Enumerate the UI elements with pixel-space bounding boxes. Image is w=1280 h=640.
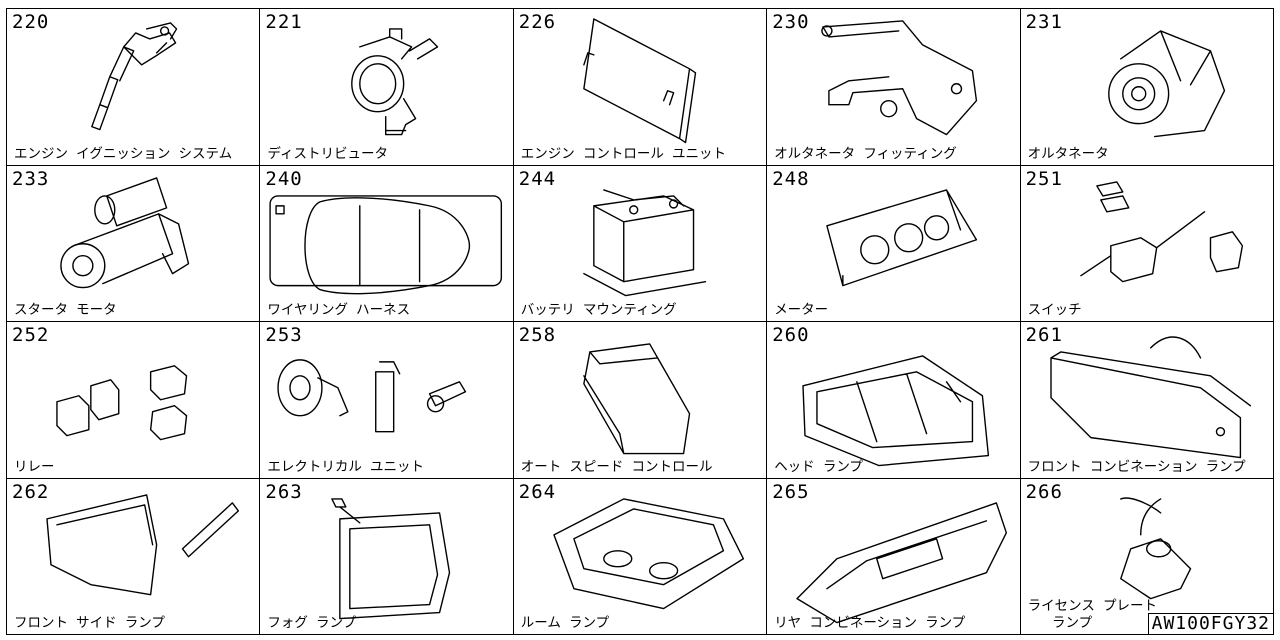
battery-icon	[582, 188, 706, 296]
wiring-harness-icon	[269, 194, 503, 294]
speed-control-unit-icon	[582, 343, 691, 455]
part-label: ディストリビュータ	[267, 145, 388, 162]
alternator-icon	[1107, 30, 1225, 138]
part-number: 231	[1025, 11, 1063, 33]
front-combination-lamp-icon	[1049, 336, 1251, 459]
part-cell-258[interactable]: 258 オート スピード コントロール	[513, 322, 768, 479]
part-number: 248	[772, 167, 810, 190]
part-number: 266	[1025, 480, 1063, 503]
part-number: 230	[772, 11, 810, 33]
part-cell-230[interactable]: 230 オルタネータ フィッティング	[767, 9, 1021, 166]
parts-grid: 220 エンジン イグニッション システム 221 ディストリビュータ 226 …	[6, 8, 1274, 635]
part-number: 244	[518, 167, 557, 190]
part-cell-221[interactable]: 221 ディストリビュータ	[260, 9, 514, 166]
part-label: エレクトリカル ユニット	[267, 458, 425, 475]
starter-motor-icon	[60, 176, 190, 288]
part-label: ルーム ランプ	[520, 615, 610, 631]
part-number: 253	[265, 324, 303, 346]
part-cell-233[interactable]: 233 スタータ モータ	[7, 165, 261, 322]
side-lamp-icon	[46, 493, 240, 595]
part-label: フロント コンビネーション ランプ	[1027, 458, 1246, 475]
part-cell-252[interactable]: 252 リレー	[7, 322, 261, 479]
part-number: 240	[265, 167, 303, 190]
part-label: エンジン イグニッション システム	[14, 145, 233, 162]
distributor-icon	[351, 28, 439, 136]
part-cell-261[interactable]: 261 フロント コンビネーション ランプ	[1020, 322, 1274, 479]
part-label: ワイヤリング ハーネス	[267, 302, 411, 318]
part-label: ライセンス プレート ランプ	[1027, 598, 1157, 631]
part-cell-248[interactable]: 248 メーター	[767, 165, 1021, 322]
horn-icon	[277, 359, 467, 433]
relay-icon	[56, 365, 188, 441]
part-label: スタータ モータ	[14, 302, 117, 318]
part-number: 260	[772, 324, 810, 346]
part-cell-263[interactable]: 263 フォグ ランプ	[260, 478, 514, 635]
part-cell-240[interactable]: 240 ワイヤリング ハーネス	[260, 165, 514, 322]
room-lamp-icon	[553, 497, 744, 609]
part-number: 220	[12, 11, 50, 33]
part-number: 226	[518, 11, 557, 33]
alternator-bracket-icon	[821, 20, 978, 136]
part-label: ヘッド ランプ	[774, 458, 863, 475]
part-cell-253[interactable]: 253 エレクトリカル ユニット	[260, 322, 514, 479]
fog-lamp-icon	[331, 497, 451, 619]
license-plate-lamp-icon	[1119, 496, 1191, 599]
part-number: 264	[518, 480, 557, 503]
part-number: 263	[265, 480, 303, 503]
part-number: 265	[772, 480, 810, 503]
part-label: リヤ コンビネーション ランプ	[774, 615, 966, 631]
part-label: オルタネータ フィッティング	[774, 145, 957, 162]
part-number: 221	[265, 11, 303, 33]
part-cell-251[interactable]: 251 スイッチ	[1020, 165, 1274, 322]
part-number: 251	[1025, 167, 1063, 190]
part-number: 258	[518, 324, 557, 346]
part-cell-266[interactable]: 266 ライセンス プレート ランプ	[1020, 478, 1274, 635]
part-label: エンジン コントロール ユニット	[520, 145, 727, 162]
part-label: メーター	[774, 302, 829, 318]
rear-combination-lamp-icon	[796, 501, 1008, 623]
part-label: リレー	[14, 458, 55, 475]
part-number: 262	[12, 480, 50, 503]
part-label: オルタネータ	[1027, 145, 1109, 162]
part-label: スイッチ	[1027, 302, 1082, 318]
part-label: オート スピード コントロール	[520, 458, 713, 475]
ignition-coil-icon	[91, 22, 178, 131]
part-cell-231[interactable]: 231 オルタネータ	[1020, 9, 1274, 166]
part-cell-265[interactable]: 265 リヤ コンビネーション ランプ	[767, 478, 1021, 635]
catalog-code: AW100FGY32	[1147, 613, 1274, 635]
switch-icon	[1079, 180, 1243, 282]
headlamp-icon	[802, 355, 990, 467]
part-number: 233	[12, 167, 50, 190]
part-label: フロント サイド ランプ	[14, 615, 165, 631]
control-unit-icon	[582, 18, 697, 144]
part-number: 252	[12, 324, 50, 346]
part-cell-226[interactable]: 226 エンジン コントロール ユニット	[513, 9, 768, 166]
part-cell-264[interactable]: 264 ルーム ランプ	[513, 478, 768, 635]
part-number: 261	[1025, 324, 1063, 346]
part-label: フォグ ランプ	[267, 615, 357, 631]
part-cell-244[interactable]: 244 バッテリ マウンティング	[513, 165, 768, 322]
part-cell-262[interactable]: 262 フロント サイド ランプ	[7, 478, 261, 635]
part-label: バッテリ マウンティング	[520, 302, 677, 318]
part-cell-220[interactable]: 220 エンジン イグニッション システム	[7, 9, 261, 166]
meter-icon	[826, 188, 978, 286]
part-cell-260[interactable]: 260 ヘッド ランプ	[767, 322, 1021, 479]
